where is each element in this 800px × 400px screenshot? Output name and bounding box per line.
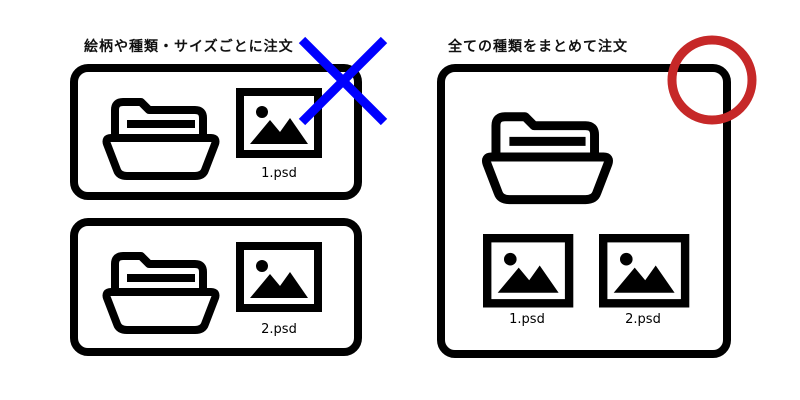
right-file-2-label: 2.psd <box>625 312 661 327</box>
left-panel-caption: 絵柄や種類・サイズごとに注文 <box>84 39 294 55</box>
image-file-icon <box>240 246 318 308</box>
circle-mark-icon <box>667 35 757 125</box>
image-file-icon <box>603 238 685 303</box>
left-card-2-file-label: 2.psd <box>261 322 297 337</box>
right-panel-caption: 全ての種類をまとめて注文 <box>448 39 628 55</box>
right-card: 1.psd 2.psd <box>437 64 731 358</box>
left-card-1-file-label: 1.psd <box>261 166 297 181</box>
left-card-2: 2.psd <box>70 218 362 356</box>
left-card-1: 1.psd <box>70 64 362 200</box>
right-file-1-label: 1.psd <box>509 312 545 327</box>
image-file-icon <box>487 238 569 303</box>
cross-mark-icon <box>298 36 388 126</box>
